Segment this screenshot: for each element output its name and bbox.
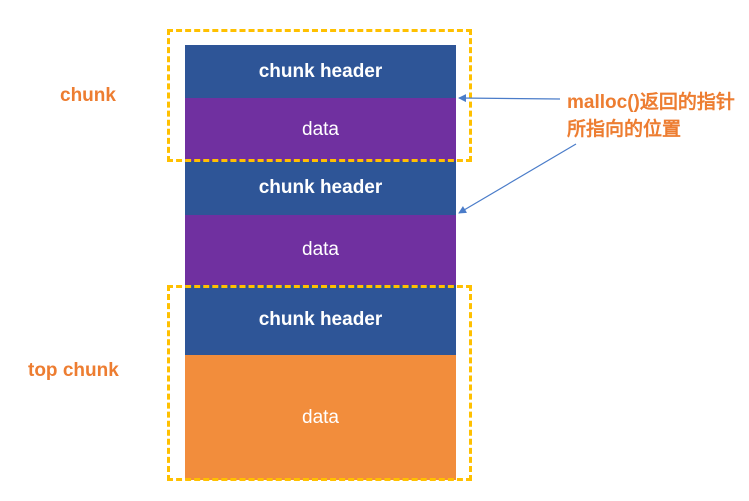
arrow-to-data-2 xyxy=(458,143,577,214)
arrow-to-data-1 xyxy=(458,94,561,103)
top-chunk-data: data xyxy=(185,355,456,480)
top-chunk-header-label: chunk header xyxy=(258,309,383,330)
top-chunk-header: chunk header xyxy=(185,285,456,355)
malloc-pointer-label: malloc()返回的指针所指向的位置 xyxy=(567,92,735,140)
chunk-header-1-label: chunk header xyxy=(258,60,383,82)
chunk-label: chunk xyxy=(60,85,116,106)
chunk-header-2-label: chunk header xyxy=(258,177,383,198)
top-chunk-label: top chunk xyxy=(28,360,119,381)
chunk-header-1: chunk header xyxy=(185,45,456,98)
chunk-header-2: chunk header xyxy=(185,161,456,215)
top-chunk-data-label: data xyxy=(302,406,339,428)
chunk-dashed-outline xyxy=(167,29,472,162)
top-chunk-dashed-outline xyxy=(167,285,472,481)
data-block-2-label: data xyxy=(302,239,339,260)
data-block-2: data xyxy=(185,215,456,285)
data-block-1: data xyxy=(185,98,456,161)
data-block-1-label: data xyxy=(302,118,339,140)
